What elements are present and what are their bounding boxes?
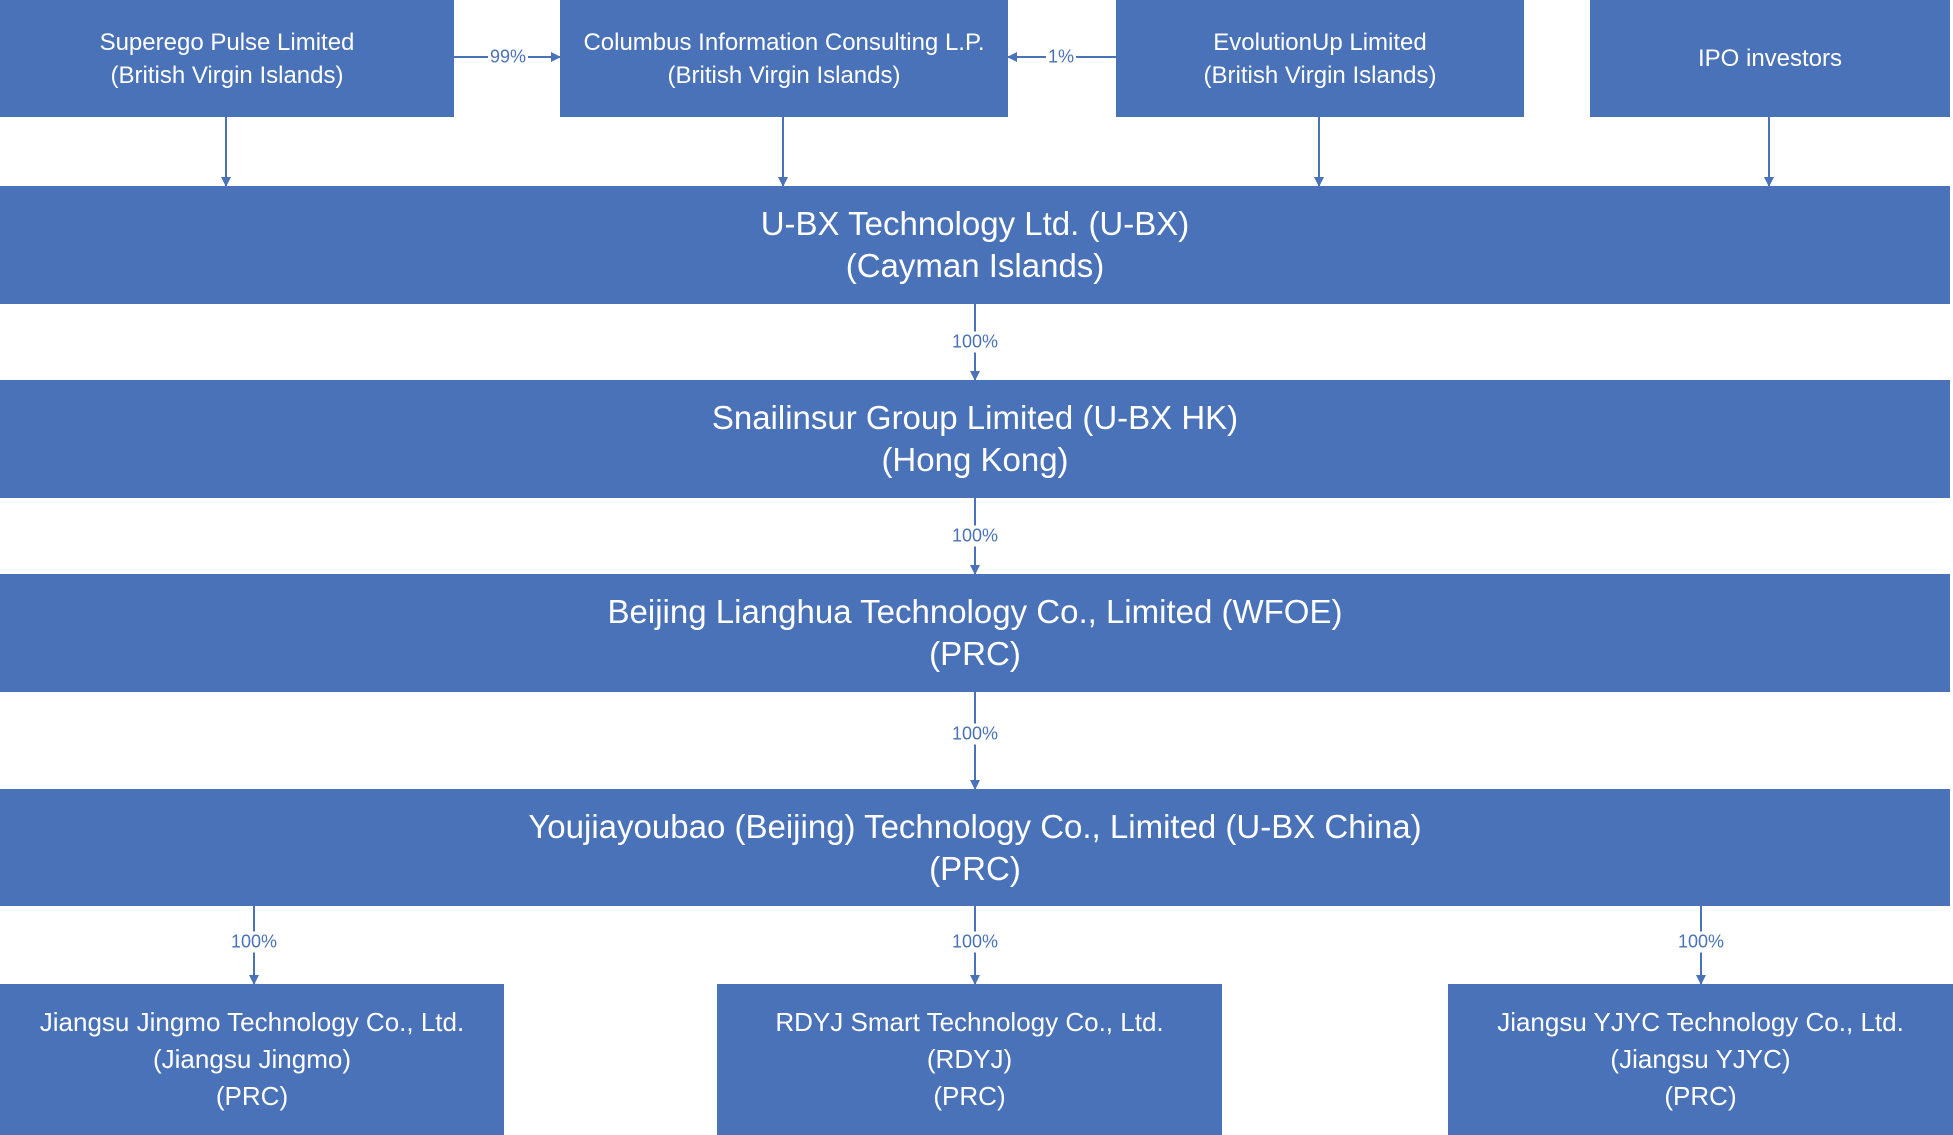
entity-jurisdiction: (Hong Kong) <box>881 441 1069 478</box>
entity-jurisdiction: (PRC) <box>929 849 1021 887</box>
subsidiary-jurisdiction: (PRC) <box>933 1081 1006 1111</box>
subsidiary-jurisdiction: (PRC) <box>1664 1081 1737 1111</box>
edge-label-1: 1% <box>1045 46 1077 68</box>
shareholder-jurisdiction: (British Virgin Islands) <box>1203 61 1437 89</box>
subsidiary-short: (RDYJ) <box>926 1044 1013 1074</box>
shareholder-name: IPO investors <box>1697 45 1843 72</box>
edge-label-china-jingmo: 100% <box>228 931 280 953</box>
subsidiary-name: RDYJ Smart Technology Co., Ltd. <box>775 1007 1164 1037</box>
subsidiary-name: Jiangsu Jingmo Technology Co., Ltd. <box>39 1007 465 1037</box>
entity-name: Beijing Lianghua Technology Co., Limited… <box>607 593 1343 630</box>
edge-label-china-rdyj: 100% <box>949 931 1001 953</box>
subsidiary-jiangsu-jingmo: Jiangsu Jingmo Technology Co., Ltd. (Jia… <box>0 984 504 1135</box>
subsidiary-short: (Jiangsu YJYC) <box>1610 1044 1791 1074</box>
edge-label-ubx-hk: 100% <box>949 331 1001 353</box>
shareholder-jurisdiction: (British Virgin Islands) <box>667 61 901 89</box>
entity-wfoe: Beijing Lianghua Technology Co., Limited… <box>0 574 1950 692</box>
shareholder-name: Columbus Information Consulting L.P. <box>583 28 985 56</box>
shareholder-ipo-investors: IPO investors <box>1590 0 1950 117</box>
shareholder-name: EvolutionUp Limited <box>1213 28 1427 56</box>
edge-label-99: 99% <box>487 46 529 68</box>
shareholder-columbus: Columbus Information Consulting L.P. (Br… <box>560 0 1008 117</box>
shareholder-superego: Superego Pulse Limited (British Virgin I… <box>0 0 454 117</box>
entity-name: Youjiayoubao (Beijing) Technology Co., L… <box>528 807 1422 845</box>
edge-label-china-yjyc: 100% <box>1675 931 1727 953</box>
subsidiary-short: (Jiangsu Jingmo) <box>153 1044 351 1074</box>
shareholder-evolutionup: EvolutionUp Limited (British Virgin Isla… <box>1116 0 1524 117</box>
subsidiary-jiangsu-yjyc: Jiangsu YJYC Technology Co., Ltd. (Jiang… <box>1448 984 1953 1135</box>
entity-ubx: U-BX Technology Ltd. (U-BX) (Cayman Isla… <box>0 186 1950 304</box>
entity-jurisdiction: (PRC) <box>929 635 1021 672</box>
entity-ubx-china: Youjiayoubao (Beijing) Technology Co., L… <box>0 789 1950 906</box>
subsidiary-name: Jiangsu YJYC Technology Co., Ltd. <box>1497 1007 1904 1037</box>
shareholder-jurisdiction: (British Virgin Islands) <box>110 61 344 89</box>
entity-ubx-hk: Snailinsur Group Limited (U-BX HK) (Hong… <box>0 380 1950 498</box>
subsidiary-jurisdiction: (PRC) <box>215 1081 289 1111</box>
shareholder-name: Superego Pulse Limited <box>99 28 355 56</box>
entity-jurisdiction: (Cayman Islands) <box>845 247 1105 284</box>
edge-label-hk-wfoe: 100% <box>949 525 1001 547</box>
subsidiary-rdyj: RDYJ Smart Technology Co., Ltd. (RDYJ) (… <box>717 984 1222 1135</box>
edge-label-wfoe-china: 100% <box>949 723 1001 745</box>
entity-name: U-BX Technology Ltd. (U-BX) <box>760 205 1190 242</box>
entity-name: Snailinsur Group Limited (U-BX HK) <box>711 399 1239 436</box>
